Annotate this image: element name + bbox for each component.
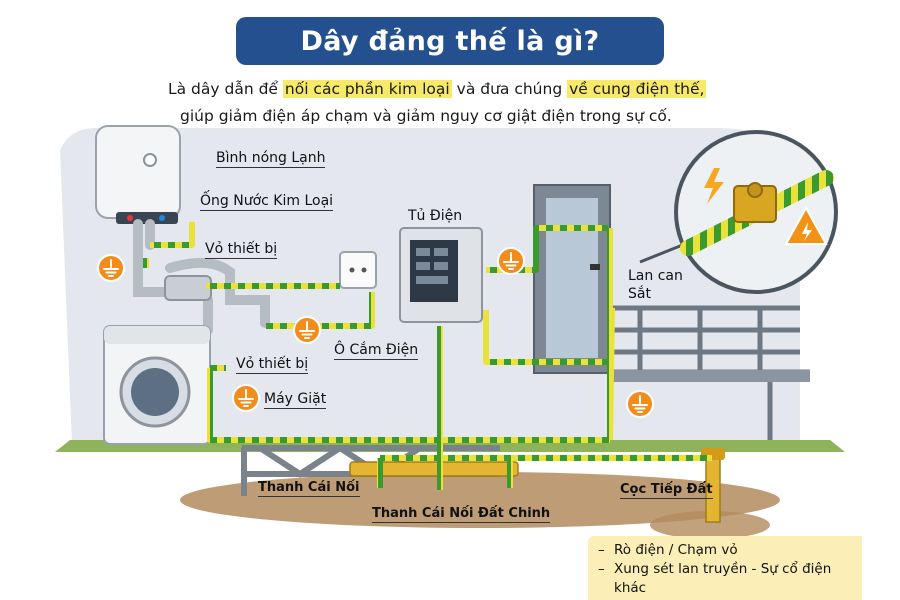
ground-symbol-icon	[232, 384, 260, 412]
label-main-busbar: Thanh Cái Nối Đất Chinh	[372, 506, 551, 523]
ground-symbol-icon	[293, 316, 321, 344]
label-socket: Ô Cắm Điện	[334, 342, 419, 360]
intro-line-1: Là dây dẫn để nối các phần kim loại và đ…	[168, 80, 707, 98]
label-water-heater: Bình nóng Lạnh	[216, 150, 326, 168]
intro-text: Là dây dẫn để nối các phần kim loại và đ…	[168, 76, 768, 130]
metal-pipes	[133, 219, 270, 335]
highlight-same-potential: về cung điện thế,	[567, 80, 707, 98]
label-metal-pipe: Ống Nước Kim Loại	[200, 193, 334, 211]
metal-door	[533, 184, 611, 374]
warning-triangle-icon	[784, 205, 828, 245]
label-railing-1: Lan can	[628, 268, 683, 284]
washing-machine	[103, 325, 211, 445]
notes-box: –Rò điện / Chạm vỏ –Xung sét lan truyền …	[588, 536, 862, 600]
label-panel: Tủ Điện	[408, 208, 463, 224]
page-title: Dây đảng thế là gì?	[236, 17, 664, 65]
wall-socket	[339, 251, 377, 289]
label-ground-rod: Cọc Tiếp Đất	[620, 482, 713, 499]
soil-right	[650, 511, 770, 539]
ground-symbol-icon	[97, 254, 125, 282]
intro-line-2: giúp giảm điện áp chạm và giảm nguy cơ g…	[180, 107, 672, 125]
ground-symbol-icon	[497, 247, 525, 275]
label-busbar: Thanh Cái Nối	[258, 480, 360, 497]
water-heater	[95, 125, 181, 224]
note-item: –Rò điện / Chạm vỏ	[598, 542, 738, 558]
electrical-panel	[399, 227, 483, 323]
pipe-valve	[164, 275, 212, 301]
label-device-casing-2: Vỏ thiết bị	[236, 356, 309, 374]
main-busbar	[349, 461, 519, 477]
railing-base	[608, 370, 810, 382]
label-device-casing-1: Vỏ thiết bị	[205, 241, 278, 259]
note-item: –Xung sét lan truyền - Sự cổ điện khác	[598, 561, 832, 596]
label-washer: Máy Giặt	[264, 391, 327, 409]
lightning-icon	[704, 168, 724, 204]
highlight-metal-parts: nối các phần kim loại	[282, 80, 452, 98]
soil	[180, 472, 780, 528]
ground-symbol-icon	[626, 390, 654, 418]
label-railing-2: Sắt	[628, 286, 651, 302]
